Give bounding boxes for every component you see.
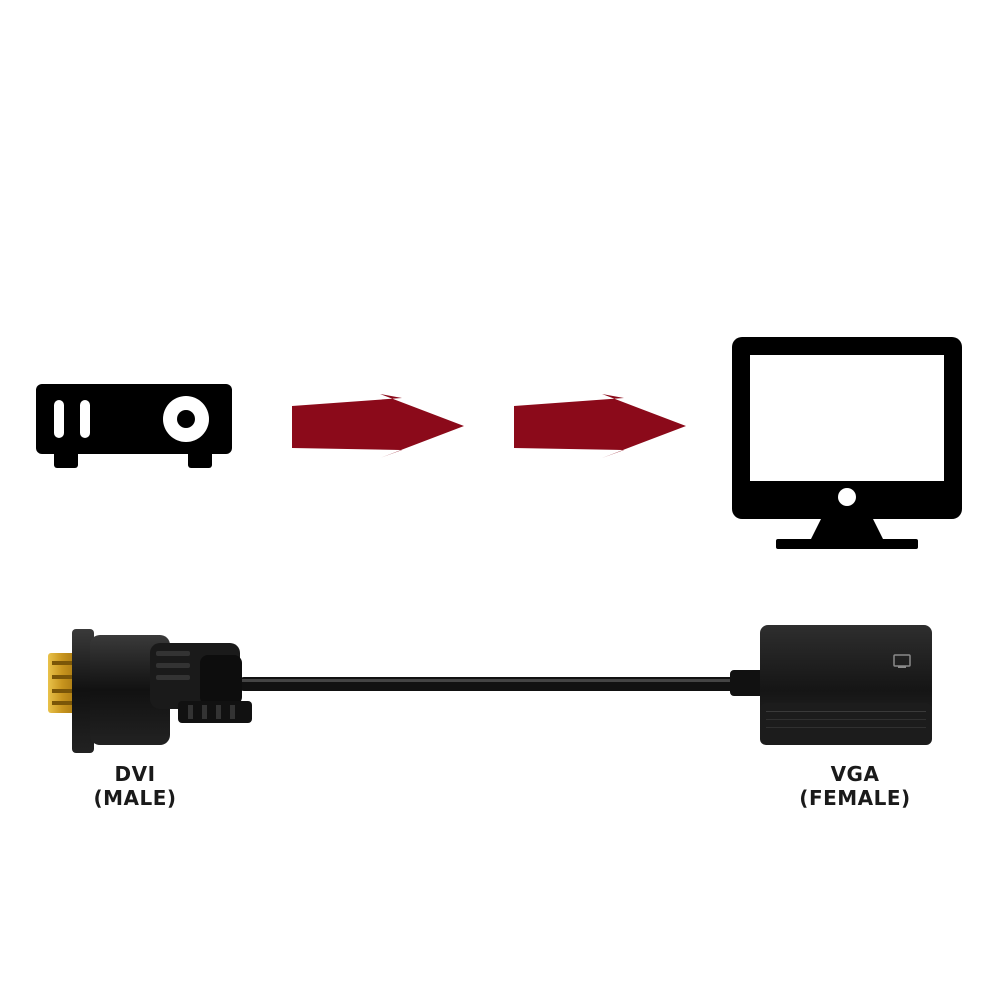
arrow-right-icon (292, 394, 464, 458)
dvi-label-line1: DVI (114, 762, 156, 786)
vga-label-line1: VGA (830, 762, 880, 786)
dvi-to-vga-adapter-cable (48, 625, 932, 753)
vga-label-line2: (FEMALE) (799, 786, 911, 810)
projector-icon (36, 384, 232, 468)
dvi-male-connector (48, 629, 252, 753)
arrow-right-icon (514, 394, 686, 458)
dvi-male-label: DVI (MALE) (70, 762, 200, 810)
vga-female-connector (730, 625, 932, 745)
monitor-icon (732, 337, 962, 549)
dvi-label-line2: (MALE) (93, 786, 177, 810)
vga-female-label: VGA (FEMALE) (770, 762, 940, 810)
